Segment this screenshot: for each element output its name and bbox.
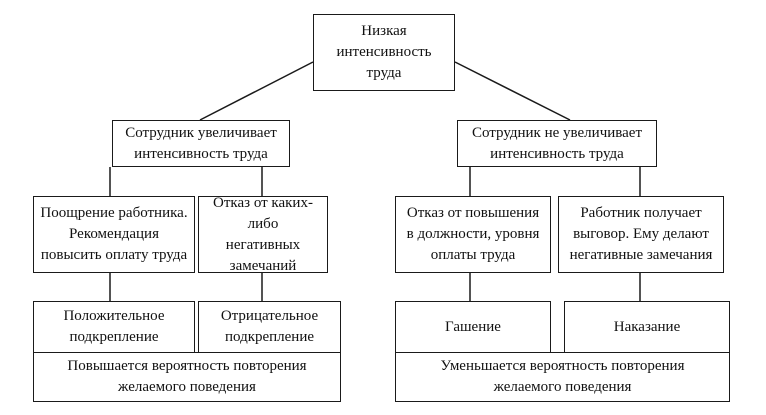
no-increase-result-label: Уменьшается вероятность повторения желае… <box>440 358 685 395</box>
no-increase-node-label: Сотрудник не увеличивает интенсивность т… <box>471 124 643 162</box>
reprimand-reaction-node: Работник получает выговор. Ему делают не… <box>558 196 724 273</box>
negative-reinforcement-node: Отрицательное подкрепление <box>198 301 341 353</box>
punishment-label: Наказание <box>613 318 681 335</box>
increase-node: Сотрудник увеличивает интенсивность труд… <box>112 120 290 167</box>
extinction-node: Гашение <box>395 301 551 353</box>
connector-root-to-no-increase <box>454 61 571 121</box>
positive-reinforcement-node: Положительное подкрепление <box>33 301 195 353</box>
increase-result-node: Повышается вероятность повторения желаем… <box>33 352 341 402</box>
extinction-label: Гашение <box>445 318 501 335</box>
positive-reinforcement-label: Положительное подкрепление <box>63 308 165 345</box>
no-increase-node: Сотрудник не увеличивает интенсивность т… <box>457 120 657 167</box>
no-increase-result-node: Уменьшается вероятность повторения желае… <box>395 352 730 402</box>
no-criticism-reaction-node: Отказ от каких-либо негативных замечаний <box>198 195 328 274</box>
reward-reaction-label: Поощрение работника. Рекомендация повыси… <box>40 205 188 263</box>
increase-result-label: Повышается вероятность повторения желаем… <box>67 358 307 395</box>
negative-reinforcement-label: Отрицательное подкрепление <box>220 308 319 345</box>
reprimand-reaction-label: Работник получает выговор. Ему делают не… <box>569 205 713 263</box>
increase-node-label: Сотрудник увеличивает интенсивность труд… <box>125 124 277 162</box>
connector-root-to-increase <box>199 61 314 121</box>
reward-reaction-node: Поощрение работника. Рекомендация повыси… <box>33 196 195 273</box>
promotion-refusal-reaction-label: Отказ от повышения в должности, уровня о… <box>406 205 540 263</box>
root-node-label: Низкая интенсивность труда <box>336 23 432 81</box>
root-node: Низкая интенсивность труда <box>313 14 455 91</box>
promotion-refusal-reaction-node: Отказ от повышения в должности, уровня о… <box>395 196 551 273</box>
no-criticism-reaction-label: Отказ от каких-либо негативных замечаний <box>213 194 313 274</box>
punishment-node: Наказание <box>564 301 730 353</box>
